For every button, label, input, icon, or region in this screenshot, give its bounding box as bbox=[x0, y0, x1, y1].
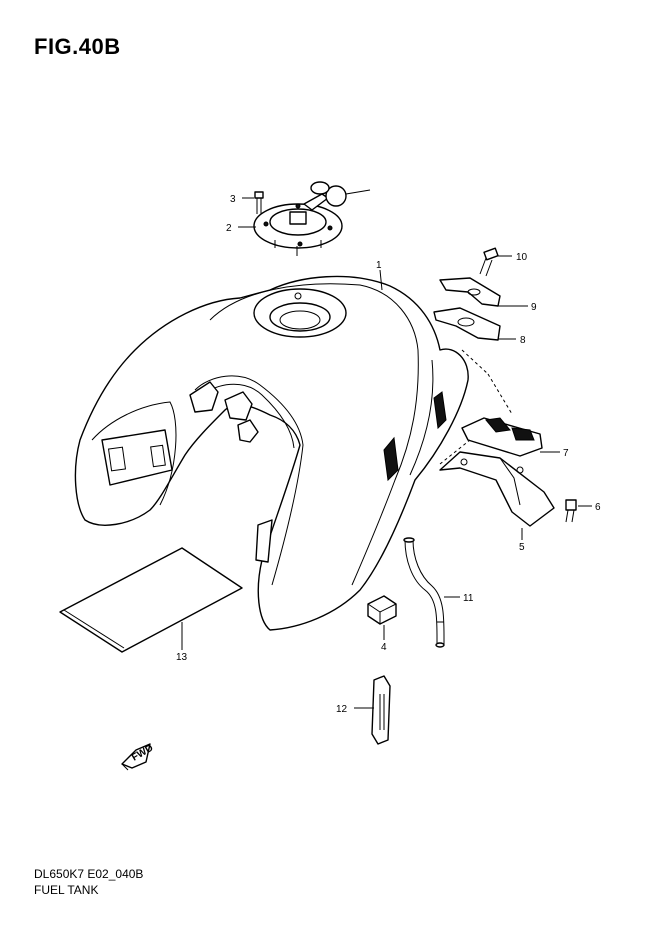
leader-lines bbox=[181, 197, 592, 709]
callout-12: 12 bbox=[336, 704, 348, 715]
footer-section-name: FUEL TANK bbox=[34, 883, 99, 897]
part-8-cushion bbox=[433, 307, 501, 341]
part-3-cap-screw bbox=[254, 191, 264, 214]
callout-5: 5 bbox=[519, 542, 525, 553]
part-10-bolt bbox=[479, 247, 499, 277]
figure-title: FIG.40B bbox=[34, 34, 121, 59]
part-9-bracket bbox=[439, 277, 501, 307]
callout-2: 2 bbox=[226, 223, 232, 234]
part-13-label-sheet bbox=[59, 547, 243, 653]
callout-3: 3 bbox=[230, 194, 236, 205]
callout-6: 6 bbox=[595, 502, 601, 513]
callout-labels: 1 2 3 4 5 6 7 8 9 10 11 12 13 bbox=[176, 194, 601, 715]
callout-1: 1 bbox=[376, 260, 382, 271]
part-4-cushion-block bbox=[367, 595, 397, 625]
callout-10: 10 bbox=[516, 252, 528, 263]
callout-8: 8 bbox=[520, 335, 526, 346]
part-6-bolt bbox=[565, 499, 577, 523]
part-11-hose bbox=[403, 537, 445, 648]
part-12-clamp bbox=[371, 675, 391, 745]
part-2-fuel-cap bbox=[253, 181, 371, 256]
fwd-arrow-icon: FWD bbox=[121, 743, 155, 771]
part-1-fuel-tank bbox=[74, 275, 469, 631]
footer-model-code: DL650K7 E02_040B bbox=[34, 867, 144, 881]
callout-4: 4 bbox=[381, 642, 387, 653]
part-7-damper bbox=[461, 417, 543, 457]
part-5-rear-bracket bbox=[439, 451, 555, 527]
callout-13: 13 bbox=[176, 652, 188, 663]
callout-7: 7 bbox=[563, 448, 569, 459]
callout-9: 9 bbox=[531, 302, 537, 313]
callout-11: 11 bbox=[463, 593, 474, 604]
